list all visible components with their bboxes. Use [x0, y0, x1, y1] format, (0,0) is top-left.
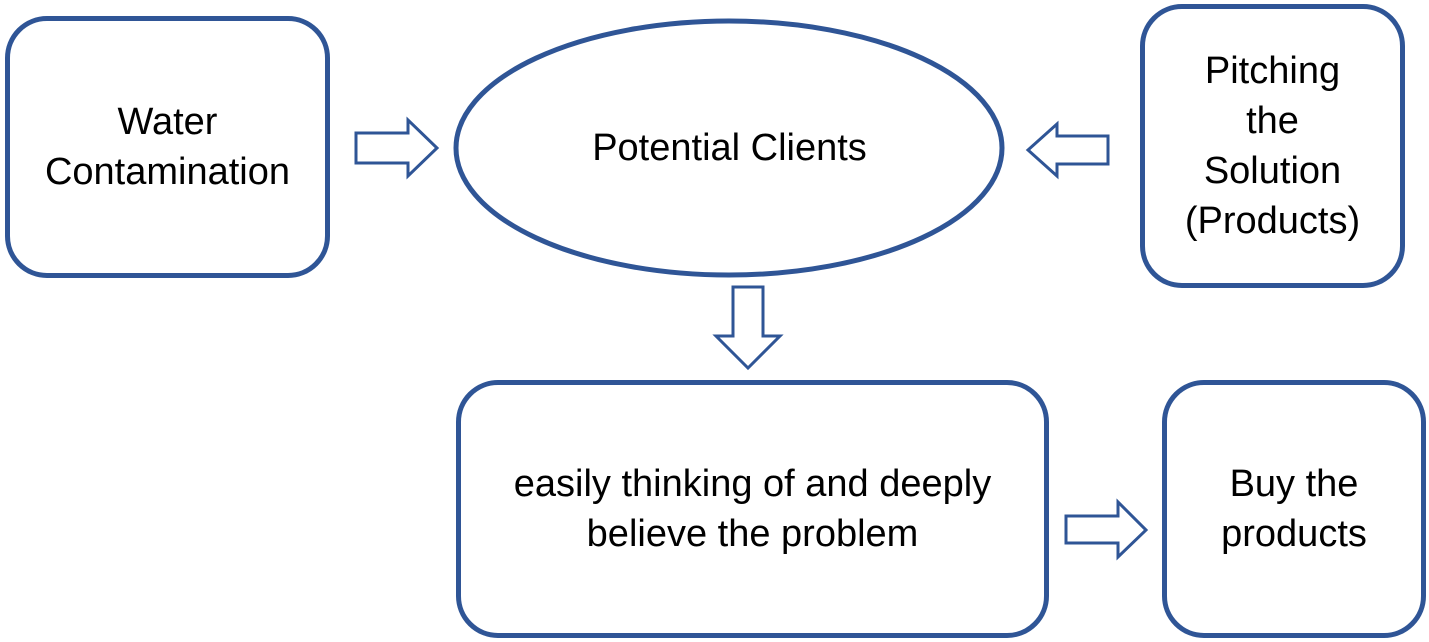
pitching-solution-label: Pitching the Solution (Products) — [1185, 46, 1360, 246]
potential-clients-ellipse — [453, 18, 1005, 278]
pitching-solution-box: Pitching the Solution (Products) — [1140, 4, 1405, 288]
label-line: Solution — [1203, 150, 1342, 192]
label-line: products — [1221, 513, 1367, 555]
label-line: Potential Clients — [592, 127, 867, 169]
label-line: Water — [117, 101, 218, 143]
label-line: Buy the — [1229, 463, 1359, 505]
water-contamination-label: Water Contamination — [45, 97, 290, 197]
believe-problem-box: easily thinking of and deeply believe th… — [456, 380, 1049, 638]
buy-products-box: Buy the products — [1162, 380, 1426, 638]
label-line: the — [1246, 100, 1299, 142]
buy-products-label: Buy the products — [1221, 459, 1367, 559]
arrow-believe-to-buy — [1064, 498, 1149, 561]
label-line: believe the problem — [586, 513, 919, 555]
arrow-pitching-to-clients — [1025, 120, 1110, 180]
arrow-water-to-clients — [354, 116, 440, 180]
label-line: easily thinking of and deeply — [513, 463, 992, 505]
potential-clients-label: Potential Clients — [455, 20, 1004, 276]
arrow-clients-to-believe — [712, 285, 784, 371]
label-line: (Products) — [1184, 200, 1361, 242]
water-contamination-box: Water Contamination — [5, 16, 330, 278]
label-line: Pitching — [1204, 50, 1341, 92]
label-line: Contamination — [44, 151, 291, 193]
believe-problem-label: easily thinking of and deeply believe th… — [514, 459, 991, 559]
